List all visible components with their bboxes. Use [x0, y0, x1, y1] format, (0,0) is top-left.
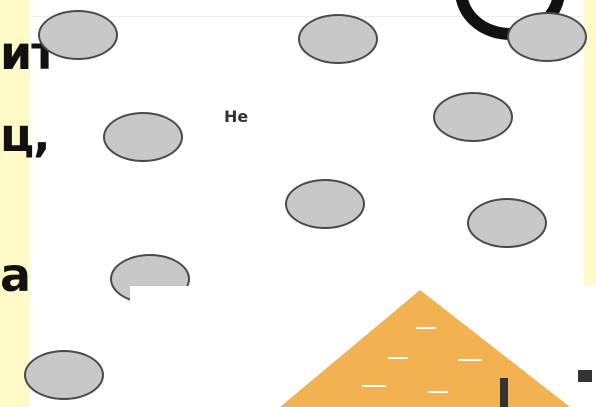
circle-icon — [38, 10, 118, 60]
circle-icon — [467, 198, 547, 248]
circle-icon — [433, 92, 513, 142]
circle-icon — [298, 14, 378, 64]
slide-text-line-3: а — [0, 252, 30, 298]
circle-icon — [103, 112, 183, 162]
label-text: He — [224, 107, 248, 126]
pyramid-illustration — [278, 288, 578, 407]
slide-text-line-2: ц, — [0, 112, 50, 158]
edge-mark — [578, 370, 592, 382]
circle-icon — [285, 179, 365, 229]
circle-icon — [507, 12, 587, 62]
circle-icon — [24, 350, 104, 400]
